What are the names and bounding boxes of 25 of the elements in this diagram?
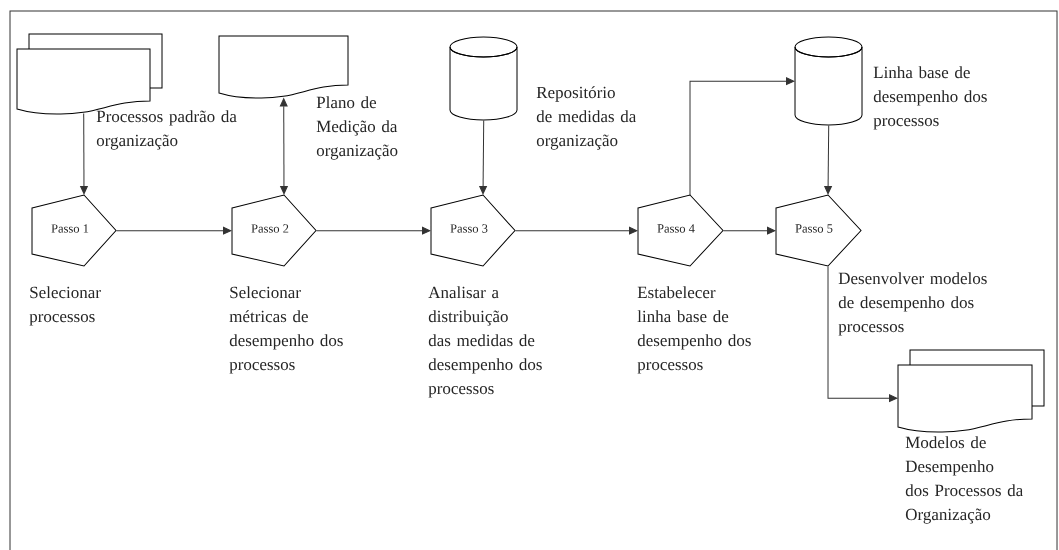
step-pentagon: Passo 3 [430, 194, 516, 267]
arrow [80, 112, 88, 195]
shape-label: Plano de Medição da organização [316, 96, 398, 160]
arrow [689, 77, 795, 196]
shape-label: Modelos de Desempenho dos Processos da Organização [905, 436, 1023, 524]
arrow [722, 226, 776, 235]
shape-label: Repositório de medidas da organização [536, 86, 637, 150]
arrow [315, 226, 431, 235]
arrow [827, 265, 898, 403]
step-description: Selecionar processos [29, 286, 101, 326]
arrow [479, 119, 487, 195]
step-description: Desenvolver modelos de desempenho dos processos [838, 272, 987, 336]
shape-label: Processos padrão da organização [96, 110, 237, 150]
step-description: Estabelecer linha base de desempenho dos processos [637, 286, 751, 374]
step-pentagon: Passo 1 [31, 194, 117, 267]
arrow [115, 226, 232, 235]
arrow [824, 124, 832, 195]
shape-label: Linha base de desempenho dos processos [873, 66, 987, 130]
step-pentagon: Passo 5 [775, 194, 862, 267]
step-pentagon: Passo 4 [637, 194, 724, 267]
step-description: Analisar a distribuição das medidas de desempenho dos processos [428, 286, 542, 398]
arrow [514, 226, 638, 235]
step-pentagon: Passo 2 [231, 194, 317, 267]
step-description: Selecionar métricas de desempenho dos processos [229, 286, 343, 374]
arrow [279, 98, 288, 195]
